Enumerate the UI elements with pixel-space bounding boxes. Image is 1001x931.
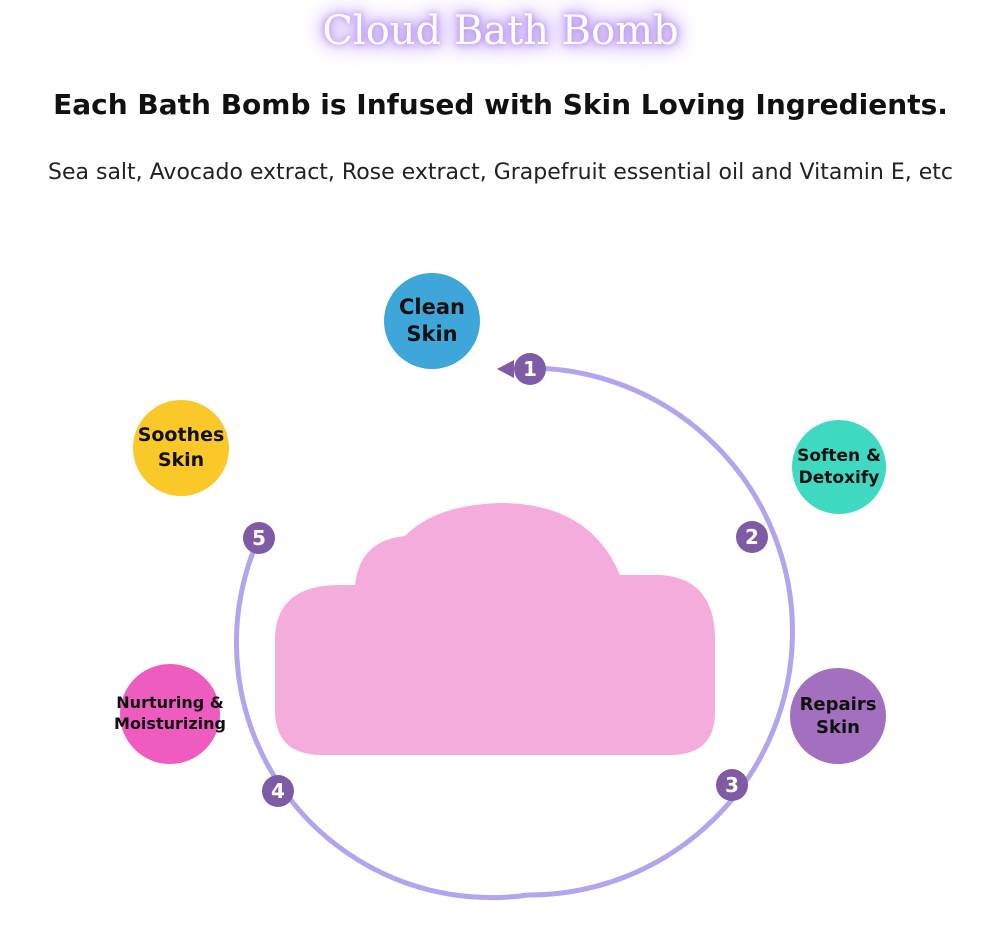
benefit-label: Soften & Detoxify [797, 445, 881, 488]
benefit-soften-detoxify: Soften & Detoxify [792, 420, 886, 514]
benefit-soothes-skin: Soothes Skin [133, 400, 229, 496]
benefit-label: Nurturing & Moisturizing [114, 693, 226, 733]
step-marker-3: 3 [716, 769, 748, 801]
headline: Each Bath Bomb is Infused with Skin Lovi… [53, 88, 948, 121]
step-marker-2: 2 [736, 521, 768, 553]
page-title: Cloud Bath Bomb [322, 8, 679, 54]
benefit-label: Soothes Skin [137, 424, 225, 471]
step-marker-4: 4 [262, 775, 294, 807]
benefit-label: Repairs Skin [799, 693, 877, 738]
benefit-repairs-skin: Repairs Skin [790, 668, 886, 764]
cycle-arrow-icon [497, 360, 514, 378]
ingredients-text: Sea salt, Avocado extract, Rose extract,… [48, 160, 953, 185]
benefit-label: Clean Skin [399, 294, 465, 346]
step-marker-5: 5 [243, 522, 275, 554]
benefit-nurturing-moisturizing: Nurturing & Moisturizing [114, 664, 226, 764]
step-marker-1: 1 [514, 353, 546, 385]
cloud-bath-bomb [275, 503, 715, 755]
cycle-ring-right [527, 365, 795, 898]
benefit-clean-skin: Clean Skin [384, 273, 480, 369]
